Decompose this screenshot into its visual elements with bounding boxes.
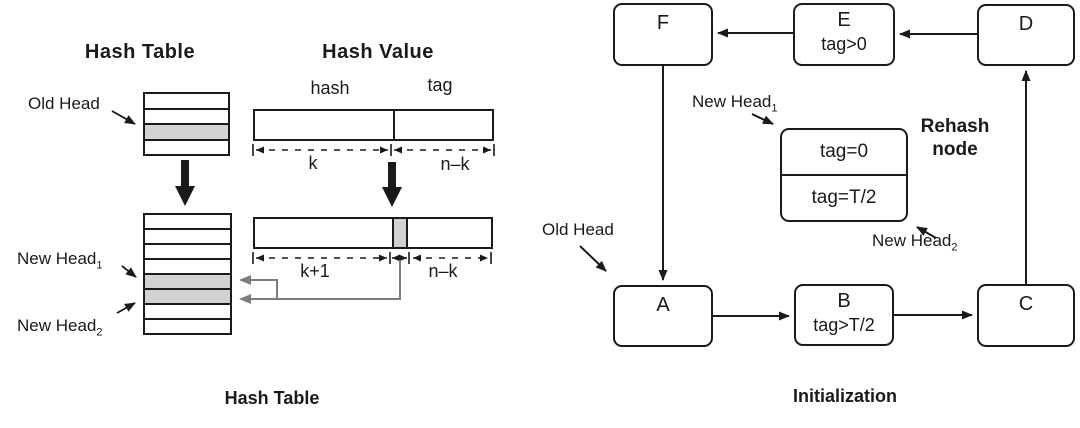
hash-table-small xyxy=(143,92,230,156)
table-row xyxy=(145,305,230,320)
node-e: E tag>0 xyxy=(793,3,895,66)
node-a-label: A xyxy=(656,294,670,316)
table-row xyxy=(145,230,230,245)
new-head1-arrow-left xyxy=(121,265,137,278)
new-head1-arrow-right xyxy=(751,113,774,125)
table-row xyxy=(145,320,230,333)
rehash-node: tag=0 tag=T/2 xyxy=(780,128,908,222)
rehash-transform-arrow-value xyxy=(382,162,402,207)
table-row xyxy=(145,140,228,154)
node-d: D xyxy=(977,4,1075,66)
table-row-new-head2 xyxy=(145,290,230,305)
table-row xyxy=(145,260,230,275)
rehash-top-cell: tag=0 xyxy=(782,130,906,176)
new-head1-sub-right: 1 xyxy=(771,102,778,115)
rehash-value-bar xyxy=(253,217,493,249)
hash-table-large xyxy=(143,213,232,335)
node-b-label: B xyxy=(837,290,851,312)
borrowed-bit-cell xyxy=(392,219,408,247)
right-caption: Initialization xyxy=(792,386,898,406)
rehash-label-line1: Rehash xyxy=(920,116,990,137)
node-c: C xyxy=(977,284,1075,347)
node-f: F xyxy=(613,3,713,66)
table-row-old-head xyxy=(145,125,228,141)
rehash-transform-arrow-table xyxy=(175,160,195,206)
table-row xyxy=(145,94,228,110)
table-row xyxy=(145,109,228,125)
new-head2-label-left: New Head2 xyxy=(17,316,103,338)
node-d-label: D xyxy=(1018,13,1034,35)
new-head1-sub: 1 xyxy=(96,259,103,272)
rehash-bottom-cell: tag=T/2 xyxy=(811,187,877,208)
node-b-tag: tag>T/2 xyxy=(813,315,875,335)
left-table-title: Hash Table xyxy=(84,41,196,63)
node-a: A xyxy=(613,285,713,347)
new-head2-sub-right: 2 xyxy=(951,241,958,254)
new-head1-label-right: New Head1 xyxy=(692,92,778,114)
left-caption: Hash Table xyxy=(224,388,320,408)
node-e-tag: tag>0 xyxy=(821,34,867,54)
table-row xyxy=(145,245,230,260)
hash-bits-cell xyxy=(255,111,393,139)
node-c-label: C xyxy=(1018,293,1034,315)
new-head2-sub: 2 xyxy=(96,326,103,339)
old-head-arrow-left xyxy=(111,110,136,125)
tag-bits-cell2 xyxy=(408,219,491,247)
rehash-node-label: Rehash node xyxy=(912,116,998,162)
dim-n-minus-k-label: n–k xyxy=(440,154,470,174)
old-head-arrow-right xyxy=(579,245,607,272)
new-head2-text-right: New Head xyxy=(872,231,952,250)
rehash-label-line2: node xyxy=(932,138,978,160)
hash-bits-cell2 xyxy=(255,219,392,247)
node-f-label: F xyxy=(656,12,670,34)
node-b: B tag>T/2 xyxy=(794,284,894,346)
old-head-label-right: Old Head xyxy=(542,220,614,239)
table-row xyxy=(145,215,230,230)
old-head-label-left: Old Head xyxy=(28,94,100,113)
new-head2-arrow-left xyxy=(116,302,136,314)
tag-field-label: tag xyxy=(427,75,453,95)
new-head1-label-left: New Head1 xyxy=(17,249,103,271)
new-head1-text-right: New Head xyxy=(692,92,772,111)
hash-field-label: hash xyxy=(310,78,350,98)
dim-k-plus-1-label: k+1 xyxy=(300,261,330,281)
new-head1-text: New Head xyxy=(17,249,97,268)
tag-bits-cell xyxy=(393,111,492,139)
node-e-label: E xyxy=(837,9,851,31)
dim-n-minus-k2-label: n–k xyxy=(428,261,458,281)
new-head2-label-right: New Head2 xyxy=(872,231,958,253)
table-row-new-head1 xyxy=(145,275,230,290)
hash-value-title: Hash Value xyxy=(322,41,434,63)
new-head2-text: New Head xyxy=(17,316,97,335)
hash-value-bar xyxy=(253,109,494,141)
dim-k-label: k xyxy=(308,153,318,173)
